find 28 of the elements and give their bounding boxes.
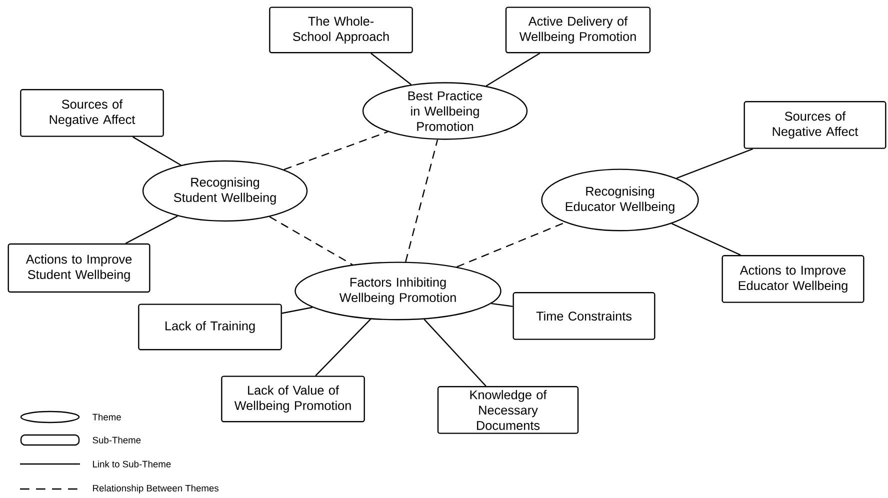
connector-line: [125, 216, 178, 244]
connector-line: [315, 318, 371, 376]
sub-theme-box: The Whole-School Approach: [269, 6, 413, 54]
connector-line: [486, 52, 540, 86]
sub-theme-box: Actions to Improve Educator Wellbeing: [722, 255, 864, 303]
sub-theme-box: Lack of Training: [138, 304, 282, 350]
connector-line: [671, 223, 741, 256]
dashed-line: [405, 140, 438, 262]
sub-theme-box: Active Delivery of Wellbeing Promotion: [505, 6, 651, 54]
sub-theme-box: Actions to Improve Student Wellbeing: [8, 243, 150, 293]
sub-theme-box: Time Constraints: [512, 292, 656, 340]
connector-line: [370, 52, 412, 86]
dashed-line: [456, 222, 566, 268]
legend-label: Link to Sub-Theme: [93, 460, 171, 468]
connector-line: [282, 306, 312, 314]
dashed-line: [269, 216, 353, 266]
connector-line: [424, 318, 486, 386]
legend-label: Relationship Between Themes: [93, 484, 218, 494]
connector-line: [676, 148, 753, 179]
sub-theme-box: Sources of Negative Affect: [744, 101, 886, 149]
connector-line: [491, 302, 513, 307]
sub-theme-box: Lack of Value of Wellbeing Promotion: [221, 376, 365, 422]
legend-label: Theme: [92, 414, 121, 420]
dashed-line: [284, 131, 388, 170]
connector-line: [132, 136, 182, 166]
legend-label: Sub-Theme: [92, 436, 141, 444]
sub-theme-box: Sources of Negative Affect: [20, 89, 164, 137]
sub-theme-box: Knowledge of Necessary Documents: [437, 386, 579, 434]
